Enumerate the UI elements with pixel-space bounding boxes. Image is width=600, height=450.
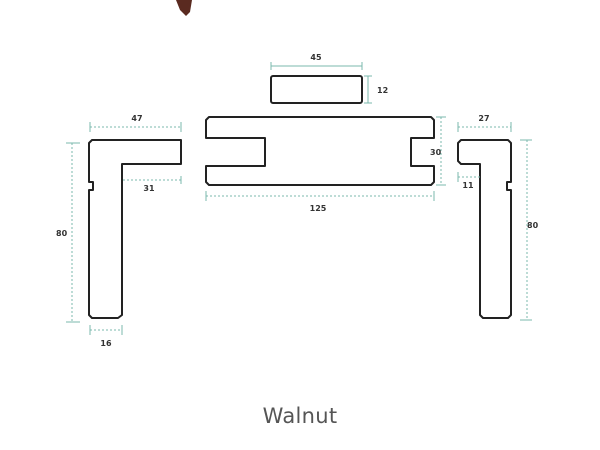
cap-profile [270,75,363,104]
center-width-label: 125 [310,204,327,213]
right-height-label: 80 [527,221,539,230]
center-height-label: 30 [430,148,442,157]
center-head-profile [205,116,435,186]
right-top-width-label: 27 [478,114,489,123]
left-height-label: 80 [56,229,68,238]
cap-width-label: 45 [310,53,322,62]
left-top-width-label: 47 [131,114,142,123]
walnut-sample-thumbnail [176,0,192,16]
left-bottom-width-label: 16 [100,339,112,348]
right-inner-width-label: 11 [462,181,474,190]
product-caption: Walnut [262,404,338,428]
left-inner-width-label: 31 [143,184,155,193]
right-jamb-profile [457,139,512,319]
left-jamb-profile [88,139,182,319]
cap-height-label: 12 [377,86,388,95]
